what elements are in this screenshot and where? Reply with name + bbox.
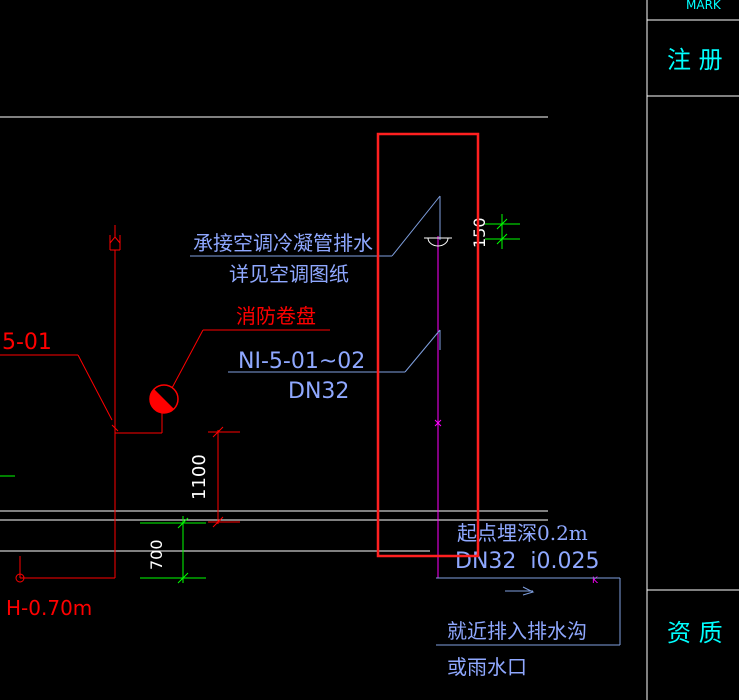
fire-hose-reel-label: 消防卷盘 [236, 304, 316, 328]
dim-150-label: 150 [470, 217, 489, 248]
condensate-label-line2: 详见空调图纸 [229, 262, 349, 286]
highlight-box[interactable] [376, 132, 480, 558]
riser-id-range: NI-5-01~02 [238, 349, 365, 374]
dim-1100-label: 1100 [189, 454, 210, 500]
pipe-marker: K [592, 576, 599, 586]
dimension-700 [140, 516, 206, 584]
pipe-slope-label: DN32 i0.025 [455, 549, 599, 574]
dimension-150 [485, 214, 520, 249]
fire-piping [0, 225, 330, 583]
reference-lines [0, 116, 548, 552]
elevation-label: H-0.70m [6, 596, 92, 620]
condensate-label-line1: 承接空调冷凝管排水 [193, 231, 373, 255]
riser-id-left: 5-01 [2, 330, 52, 355]
riser-size: DN32 [288, 379, 349, 404]
leader-lines [190, 195, 621, 646]
qualification-label: 资 质 [667, 619, 723, 647]
dimension-1100 [208, 426, 240, 528]
mark-label: MARK [686, 0, 722, 12]
start-depth-label: 起点埋深0.2m [457, 521, 588, 545]
discharge-label-line2: 或雨水口 [447, 655, 527, 679]
vent-cap-icon [424, 237, 452, 247]
fire-hose-reel-icon [149, 384, 179, 414]
title-block: MARK 注 册 资 质 [646, 0, 739, 700]
registration-label: 注 册 [667, 46, 723, 74]
dim-700-label: 700 [147, 539, 166, 570]
discharge-label-line1: 就近排入排水沟 [447, 619, 587, 643]
